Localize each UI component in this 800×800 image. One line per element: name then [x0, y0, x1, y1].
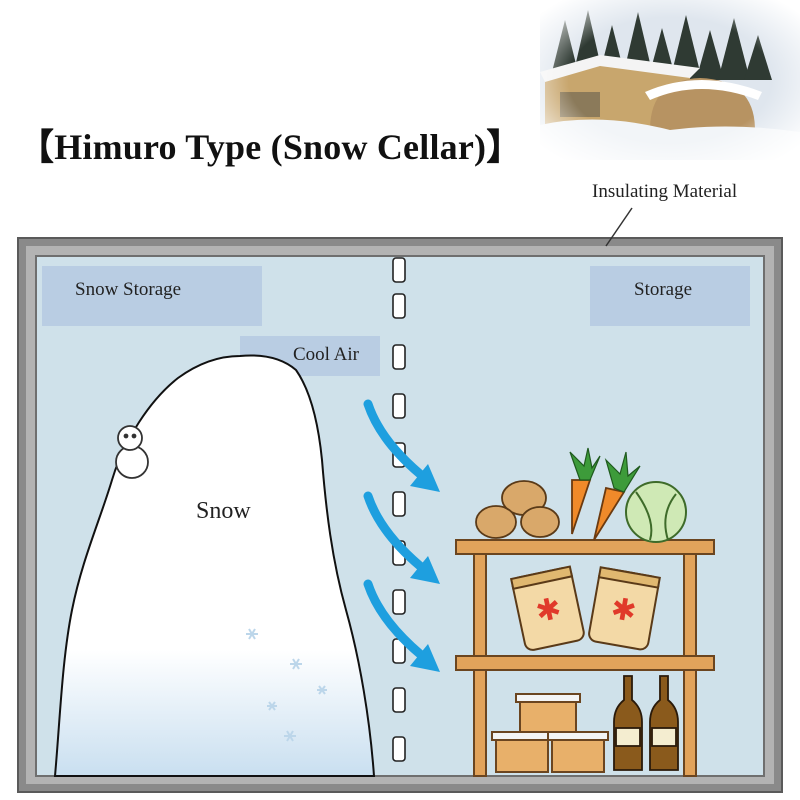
insulating-material-label: Insulating Material — [592, 181, 738, 202]
insulating-leader-line — [605, 207, 633, 247]
rice-bag-icon: ✱ ✱ — [509, 565, 661, 651]
snow-storage-label-box — [42, 266, 262, 326]
cool-air-label: Cool Air — [293, 344, 359, 365]
carrot-icon — [569, 447, 641, 541]
snow-cellar-photo — [540, 0, 800, 160]
arrow-icon — [363, 579, 440, 672]
cabbage-icon — [625, 481, 687, 543]
sake-bottle-icon — [613, 675, 679, 771]
storage-label-box — [590, 266, 750, 326]
miso-tub-icon — [491, 693, 609, 773]
storage-label: Storage — [634, 279, 693, 300]
snowman-icon — [115, 425, 149, 479]
arrow-icon — [363, 491, 440, 584]
storage-shelf — [455, 539, 715, 777]
page-title: 【Himuro Type (Snow Cellar)】 — [18, 127, 523, 167]
cool-air-arrows — [363, 399, 440, 672]
partition-wall — [392, 257, 406, 762]
svg-text:✱: ✱ — [608, 591, 639, 630]
snow-label: Snow — [196, 498, 251, 524]
snowflake-icon — [246, 628, 327, 742]
snow-storage-label: Snow Storage — [75, 279, 182, 300]
potato-icon — [475, 480, 560, 539]
arrow-icon — [363, 399, 440, 492]
